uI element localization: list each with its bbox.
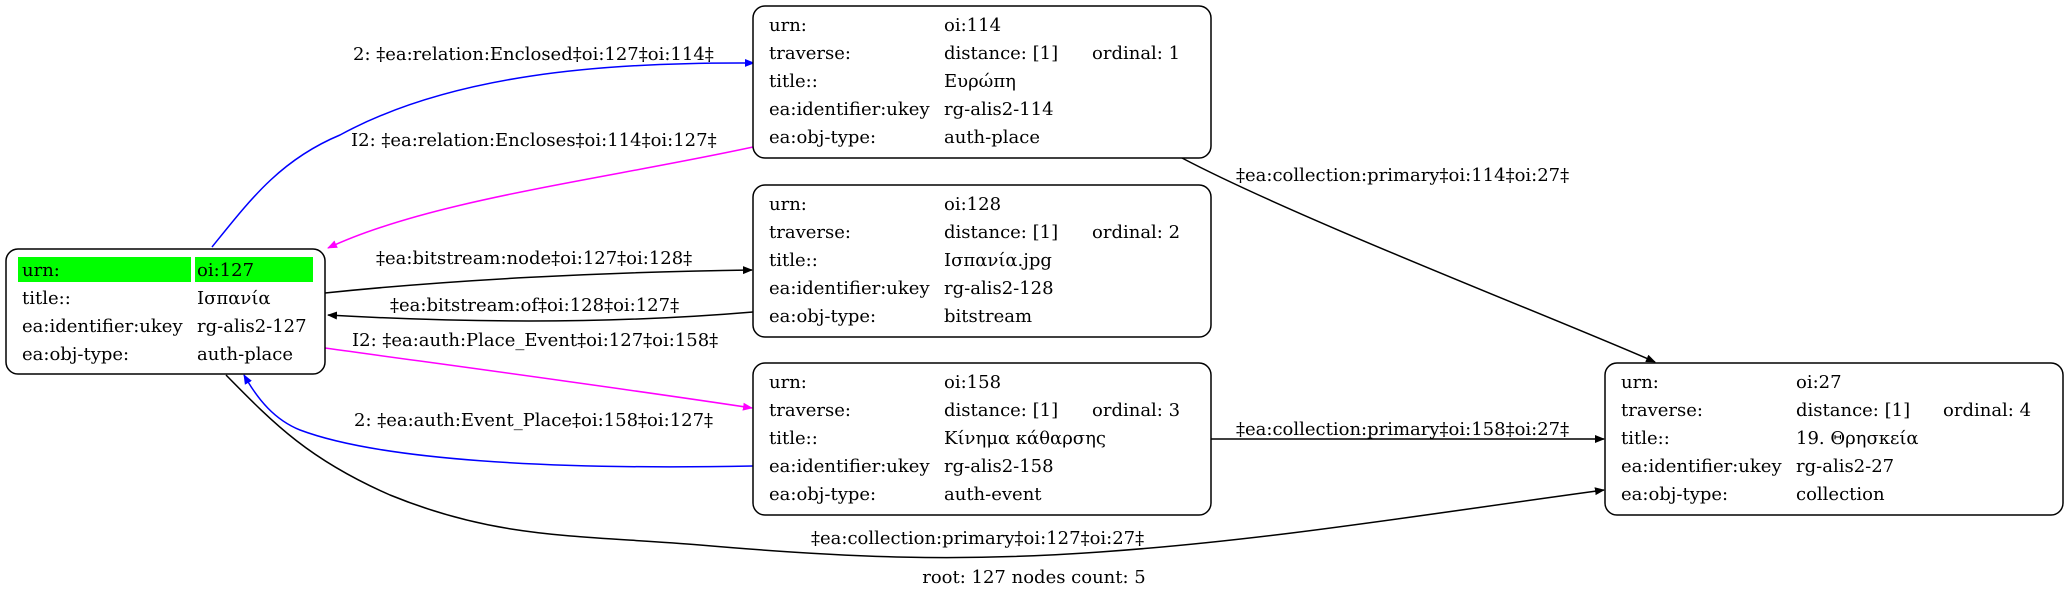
- edge-label-bitstream-of: ‡ea:bitstream:of‡oi:128‡oi:127‡: [390, 295, 679, 316]
- edge-collection-127-27: [225, 374, 1605, 559]
- edge-labels: 2: ‡ea:relation:Enclosed‡oi:127‡oi:114‡ …: [351, 44, 1569, 549]
- node-key: ea:identifier:ukey: [22, 316, 183, 337]
- edge-bitstream-of-128-127: [327, 311, 754, 322]
- node-key: traverse:: [1621, 400, 1703, 421]
- node-value: auth-place: [197, 344, 293, 365]
- edge-label-collection-158: ‡ea:collection:primary‡oi:158‡oi:27‡: [1236, 419, 1569, 440]
- node-key: ea:identifier:ukey: [769, 278, 930, 299]
- node-extra: ordinal: 4: [1943, 400, 2031, 421]
- node-key: title::: [1621, 428, 1670, 449]
- node-extra: ordinal: 1: [1092, 43, 1180, 64]
- node-key: urn:: [769, 372, 807, 393]
- node-box: [752, 5, 1212, 159]
- node-value: auth-event: [944, 484, 1042, 505]
- edge-label-bitstream-node: ‡ea:bitstream:node‡oi:127‡oi:128‡: [376, 248, 692, 269]
- node-key: ea:identifier:ukey: [769, 99, 930, 120]
- edge-label-collection-127: ‡ea:collection:primary‡oi:127‡oi:27‡: [811, 528, 1144, 549]
- node-extra: ordinal: 3: [1092, 400, 1180, 421]
- edge-label-event-place: 2: ‡ea:auth:Event_Place‡oi:158‡oi:127‡: [354, 410, 713, 431]
- node-value: distance: [1]: [944, 222, 1058, 243]
- node-value: rg-alis2-158: [944, 456, 1054, 477]
- node-value: rg-alis2-128: [944, 278, 1054, 299]
- edge-encloses-114-127: [327, 146, 754, 249]
- node-value: distance: [1]: [1796, 400, 1910, 421]
- node-value: rg-alis2-27: [1796, 456, 1894, 477]
- node-value: distance: [1]: [944, 400, 1058, 421]
- node-key: urn:: [1621, 372, 1659, 393]
- node-key: ea:obj-type:: [22, 344, 129, 365]
- edge-place-event-127-158: [324, 347, 753, 411]
- edge-label-collection-114: ‡ea:collection:primary‡oi:114‡oi:27‡: [1236, 165, 1569, 186]
- edges: [211, 58, 1656, 559]
- node-key: ea:obj-type:: [769, 484, 876, 505]
- node-key: ea:obj-type:: [769, 127, 876, 148]
- node-box: [752, 184, 1212, 338]
- node-key: urn:: [769, 15, 807, 36]
- node-value: collection: [1796, 484, 1885, 505]
- node-key: traverse:: [769, 43, 851, 64]
- node-box: [752, 362, 1212, 516]
- node-key: title::: [22, 288, 71, 309]
- node-value: 19. Θρησκεία: [1796, 428, 1919, 449]
- node-extra: ordinal: 2: [1092, 222, 1180, 243]
- edge-label-place-event: I2: ‡ea:auth:Place_Event‡oi:127‡oi:158‡: [352, 330, 718, 351]
- node-114[interactable]: urn: oi:114 traverse: distance: [1] ordi…: [752, 5, 1212, 159]
- node-key: title::: [769, 428, 818, 449]
- node-value: auth-place: [944, 127, 1040, 148]
- edge-enclosed-127-114: [211, 58, 755, 248]
- node-key: ea:identifier:ukey: [769, 456, 930, 477]
- node-key: ea:obj-type:: [769, 306, 876, 327]
- node-key: traverse:: [769, 222, 851, 243]
- node-key: urn:: [22, 260, 60, 281]
- node-key: ea:identifier:ukey: [1621, 456, 1782, 477]
- node-key: traverse:: [769, 400, 851, 421]
- node-158[interactable]: urn: oi:158 traverse: distance: [1] ordi…: [752, 362, 1212, 516]
- node-key: urn:: [769, 194, 807, 215]
- node-box: [1604, 362, 2064, 516]
- node-key: title::: [769, 250, 818, 271]
- node-value: Ευρώπη: [944, 71, 1016, 92]
- edge-label-encloses: I2: ‡ea:relation:Encloses‡oi:114‡oi:127‡: [351, 130, 717, 151]
- node-key: title::: [769, 71, 818, 92]
- edge-bitstream-node-127-128: [324, 266, 753, 294]
- edge-label-enclosed: 2: ‡ea:relation:Enclosed‡oi:127‡oi:114‡: [353, 44, 714, 65]
- node-value: rg-alis2-114: [944, 99, 1054, 120]
- node-value: oi:27: [1796, 372, 1842, 393]
- node-value: distance: [1]: [944, 43, 1058, 64]
- node-value: oi:158: [944, 372, 1001, 393]
- node-128[interactable]: urn: oi:128 traverse: distance: [1] ordi…: [752, 184, 1212, 338]
- edge-event-place-158-127: [243, 374, 754, 468]
- node-value: oi:127: [197, 260, 254, 281]
- node-value: bitstream: [944, 306, 1032, 327]
- root-highlight-key: [18, 257, 191, 282]
- node-value: rg-alis2-127: [197, 316, 307, 337]
- graph-footer: root: 127 nodes count: 5: [922, 567, 1146, 588]
- node-value: Ισπανία: [197, 288, 271, 309]
- node-value: Κίνημα κάθαρσης: [944, 428, 1106, 449]
- node-root-127[interactable]: urn: oi:127 title:: Ισπανία ea:identifie…: [5, 248, 326, 375]
- edge-collection-114-27: [1181, 157, 1656, 363]
- node-value: oi:128: [944, 194, 1001, 215]
- node-27[interactable]: urn: oi:27 traverse: distance: [1] ordin…: [1604, 362, 2064, 516]
- node-key: ea:obj-type:: [1621, 484, 1728, 505]
- node-value: oi:114: [944, 15, 1001, 36]
- root-highlight-value: [195, 257, 313, 282]
- node-value: Ισπανία.jpg: [944, 250, 1052, 271]
